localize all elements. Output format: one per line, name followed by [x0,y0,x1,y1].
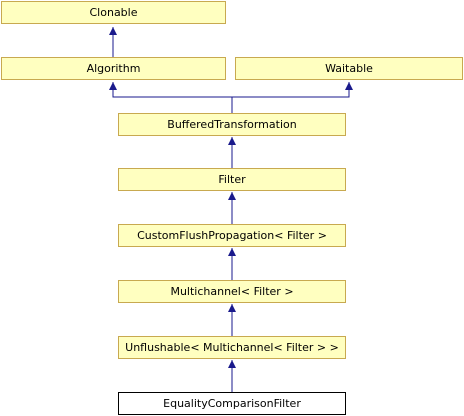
node-label: Filter [218,173,246,186]
node-label: Algorithm [86,62,141,75]
node-label: Unflushable< Multichannel< Filter > > [125,341,339,354]
node-label: Multichannel< Filter > [170,285,294,298]
node-waitable[interactable]: Waitable [235,57,463,80]
node-custom-flush-propagation[interactable]: CustomFlushPropagation< Filter > [118,224,346,247]
node-clonable[interactable]: Clonable [1,1,226,24]
node-equality-comparison-filter: EqualityComparisonFilter [118,392,346,415]
node-multichannel[interactable]: Multichannel< Filter > [118,280,346,303]
node-filter[interactable]: Filter [118,168,346,191]
edge-buffered-waitable [232,82,353,98]
node-unflushable[interactable]: Unflushable< Multichannel< Filter > > [118,336,346,359]
node-buffered-transformation[interactable]: BufferedTransformation [118,113,346,136]
node-label: BufferedTransformation [167,118,297,131]
node-label: CustomFlushPropagation< Filter > [137,229,327,242]
node-label: Clonable [89,6,138,19]
node-label: Waitable [325,62,373,75]
edge-buffered-algorithm [109,82,233,113]
node-algorithm[interactable]: Algorithm [1,57,226,80]
node-label: EqualityComparisonFilter [163,397,301,410]
